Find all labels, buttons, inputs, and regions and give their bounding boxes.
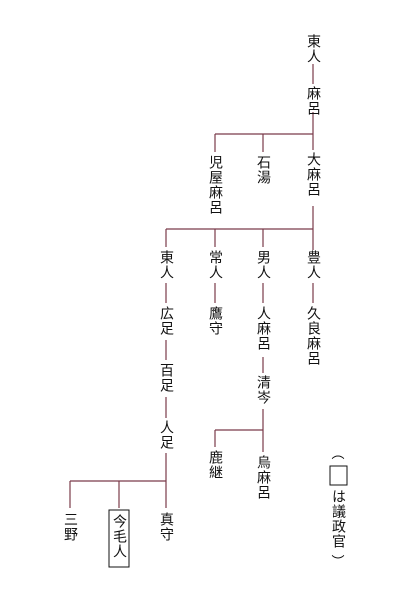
councillor-box <box>108 509 130 568</box>
name-azumabito-2: 東人 <box>158 250 174 280</box>
name-omaro: 大麻呂 <box>305 152 321 197</box>
name-toyohito: 豊人 <box>305 250 321 280</box>
name-hitomaro: 人麻呂 <box>255 306 271 351</box>
name-kuramaro: 久良麻呂 <box>305 306 321 366</box>
name-takamori: 鷹守 <box>207 306 223 336</box>
legend: ︵ は議政官 ︶ <box>329 447 348 570</box>
legend-close-paren: ︶ <box>331 555 344 570</box>
name-tsunehito: 常人 <box>207 250 223 280</box>
name-azumabito: 東人 <box>305 34 321 64</box>
name-momotari: 百足 <box>158 363 174 393</box>
name-hirotari: 広足 <box>158 306 174 336</box>
name-kiyomine: 清岑 <box>255 375 271 405</box>
connector-lines <box>69 64 314 508</box>
names: 東人 麻呂 児屋麻呂 石湯 大麻呂 東人 常人 男人 豊人 広足 鷹守 人麻呂 … <box>62 34 321 568</box>
legend-open-paren: ︵ <box>331 447 344 462</box>
legend-text: は議政官 <box>330 489 346 549</box>
name-karatsugu: 鹿継 <box>207 449 223 480</box>
name-otohito: 男人 <box>255 250 271 280</box>
name-imaemishi: 今毛人 <box>111 514 127 559</box>
name-maro: 麻呂 <box>305 86 321 116</box>
name-mitsuno: 三野 <box>62 512 78 542</box>
name-iwayu: 石湯 <box>255 155 271 185</box>
name-mamori: 真守 <box>158 512 174 542</box>
legend-box-icon <box>329 465 348 486</box>
name-koyamaro: 児屋麻呂 <box>207 155 223 215</box>
name-hitotari: 人足 <box>158 420 174 450</box>
name-karasumaro: 烏麻呂 <box>255 454 271 500</box>
